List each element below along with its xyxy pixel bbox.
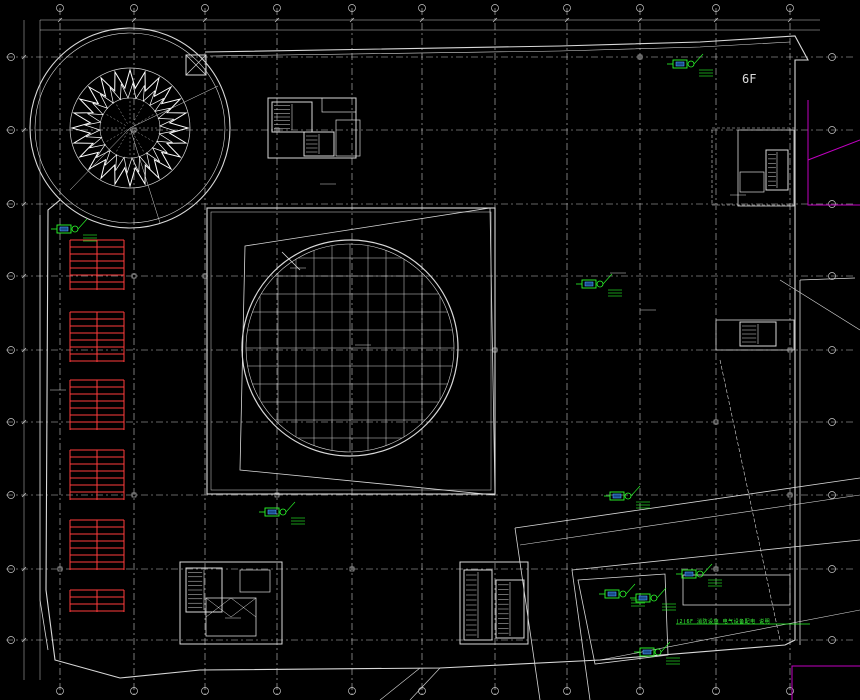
- equipment-core: [608, 592, 616, 596]
- floor-label: 6F: [742, 73, 756, 85]
- equipment-core: [676, 62, 684, 66]
- equipment-core: [613, 494, 621, 498]
- equipment-core: [643, 650, 651, 654]
- equipment-core: [639, 596, 647, 600]
- equipment-core: [685, 572, 693, 576]
- equipment-core: [268, 510, 276, 514]
- equipment-core: [585, 282, 593, 286]
- equipment-core: [60, 227, 68, 231]
- drawing-note: (2)6F 消防设施 电气设备配电 说明: [676, 620, 770, 625]
